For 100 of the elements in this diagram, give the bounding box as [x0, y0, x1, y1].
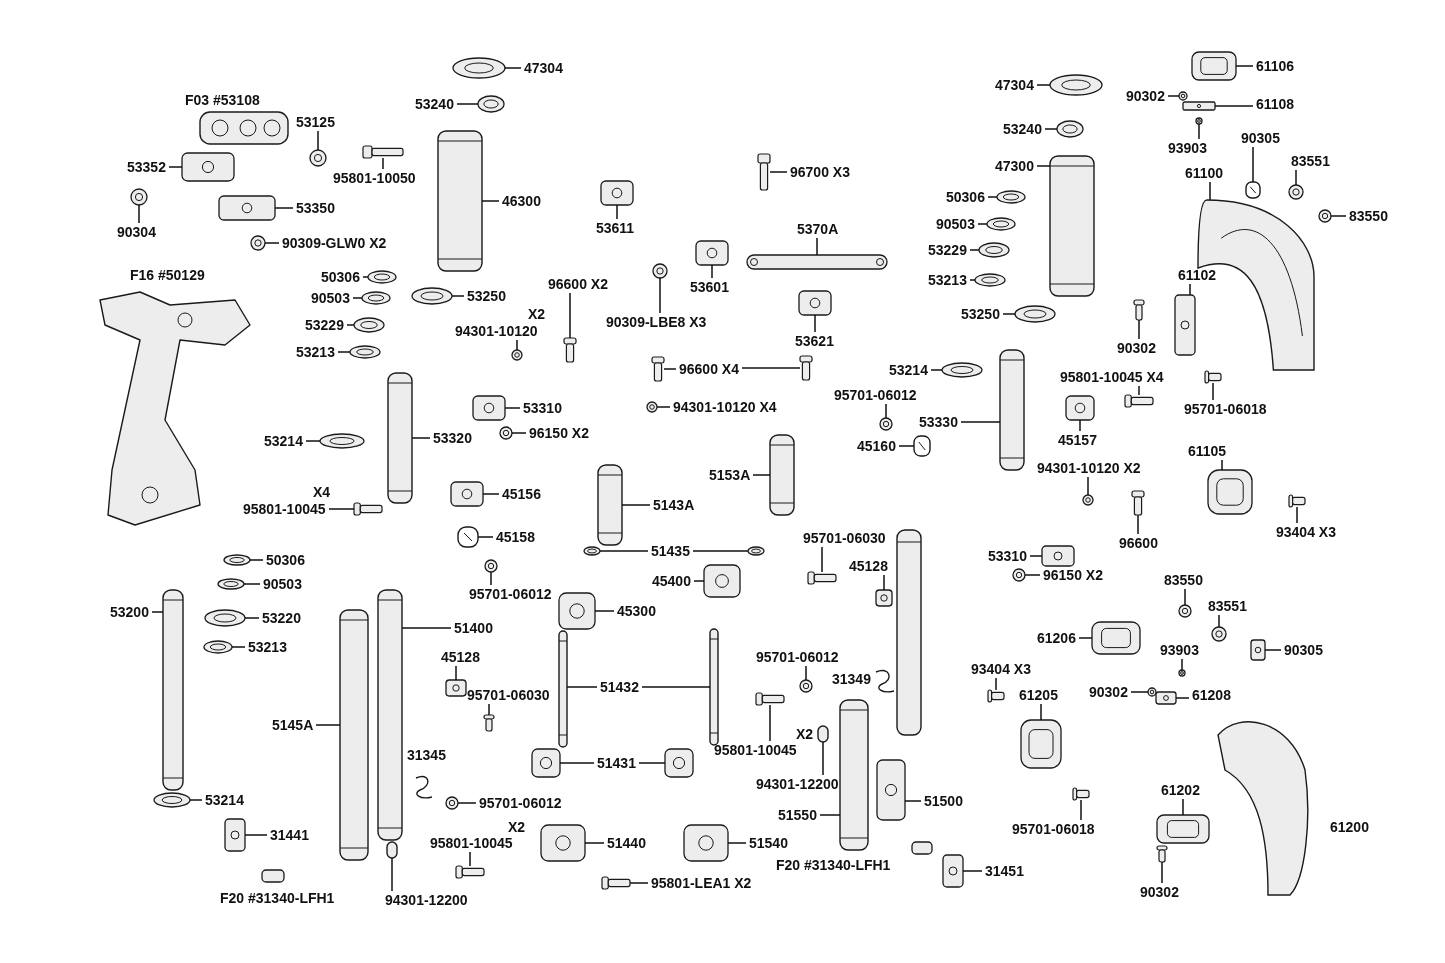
part-number: 83550	[1349, 208, 1388, 224]
part-number: 53330	[919, 414, 958, 430]
leader-line	[1264, 649, 1282, 651]
part-number: 45156	[502, 486, 541, 502]
plate-drawing	[1020, 719, 1062, 769]
part-number: 53229	[928, 242, 967, 258]
leader-line	[1024, 574, 1041, 576]
part-number: 53220	[262, 610, 301, 626]
part-number: 61200	[1330, 819, 1369, 835]
part-number: 51500	[924, 793, 963, 809]
leader-line	[566, 686, 598, 688]
steering-stem-drawing	[387, 372, 413, 504]
bolt-drawing	[1072, 787, 1090, 801]
leader-line	[1221, 459, 1223, 471]
part-number: 5153A	[709, 467, 751, 483]
bolt-drawing	[651, 356, 665, 382]
fork-tube-drawing	[339, 609, 369, 861]
leader-line	[977, 223, 988, 225]
part-number: 90302	[1126, 88, 1165, 104]
washer-drawing	[203, 640, 233, 654]
lever-drawing	[942, 854, 964, 888]
collar-drawing	[1178, 604, 1192, 618]
part-number: 90305	[1241, 130, 1280, 146]
part-number: 53611	[596, 220, 635, 236]
leader-line	[168, 166, 183, 168]
part-number: 51400	[454, 620, 493, 636]
part-number: 95701-06030	[803, 530, 886, 546]
leader-line	[1252, 146, 1254, 183]
part-number: 61108	[1256, 96, 1295, 112]
part-number: 5143A	[653, 497, 695, 513]
part-number: 51435	[651, 543, 690, 559]
part-number: 31441	[270, 827, 309, 843]
part-number: 31345	[407, 747, 446, 763]
bolt-drawing	[1124, 394, 1154, 408]
bolt-drawing	[455, 865, 485, 879]
rod-end-drawing	[664, 748, 694, 778]
bolt-drawing	[362, 145, 404, 159]
bolt-drawing	[1133, 299, 1145, 321]
bolt-drawing	[1131, 490, 1145, 516]
part-number: 96600 X4	[679, 361, 739, 377]
part-number: 94301-10120	[455, 323, 538, 339]
part-number: 95801-LEA1 X2	[651, 875, 752, 891]
bearing-drawing	[1014, 305, 1056, 323]
bolt-drawing	[987, 689, 1005, 703]
leader-line	[1036, 84, 1051, 86]
leader-line	[1296, 506, 1298, 524]
leader-line	[1330, 215, 1347, 217]
clamp-drawing	[445, 679, 467, 697]
part-number: 53310	[523, 400, 562, 416]
fork-tube-drawing	[839, 699, 869, 851]
tie-rod-drawing	[746, 254, 888, 270]
washer-drawing	[499, 426, 513, 440]
part-number: 61105	[1188, 443, 1227, 459]
part-number: 95701-06018	[1012, 821, 1095, 837]
part-number: 50306	[946, 189, 985, 205]
part-number: 61100	[1185, 165, 1224, 181]
quantity-label: X2	[796, 726, 814, 742]
leader-line	[995, 677, 997, 691]
pivot-arm-drawing	[683, 824, 729, 862]
part-number: 53310	[988, 548, 1027, 564]
washer-drawing	[353, 317, 385, 333]
leader-line	[711, 264, 713, 279]
part-number: 53350	[296, 200, 335, 216]
leader-line	[1198, 123, 1200, 140]
bracket-drawing	[1156, 814, 1210, 844]
part-number: 47300	[995, 158, 1034, 174]
part-number: 53250	[467, 288, 506, 304]
leader-line	[898, 445, 915, 447]
leader-line	[315, 724, 341, 726]
leader-line	[741, 367, 801, 369]
part-number: 95701-06012	[834, 387, 917, 403]
part-number: 45300	[617, 603, 656, 619]
leader-line	[1218, 614, 1220, 628]
bracket-drawing	[1182, 101, 1216, 111]
leader-line	[752, 474, 771, 476]
leader-line	[1295, 169, 1297, 186]
part-number: 94301-10120 X2	[1037, 460, 1141, 476]
leader-line	[1209, 181, 1211, 201]
part-number: 45157	[1058, 432, 1097, 448]
bushing-drawing	[1056, 120, 1084, 138]
cover-plate-drawing	[1091, 621, 1141, 655]
leader-line	[264, 242, 280, 244]
leader-line	[455, 665, 457, 681]
part-number: 96600	[1119, 535, 1158, 551]
bracket-drawing	[450, 481, 484, 507]
leader-line	[594, 610, 615, 612]
part-number: 53320	[433, 430, 472, 446]
part-number: 61206	[1037, 630, 1076, 646]
leader-line	[1189, 283, 1191, 296]
part-number: 83551	[1208, 598, 1247, 614]
leader-line	[352, 297, 363, 299]
part-number: 95701-06012	[479, 795, 562, 811]
bolt-drawing	[1156, 845, 1168, 863]
bolt-drawing	[445, 796, 459, 810]
part-number: 61202	[1161, 782, 1200, 798]
leader-line	[317, 130, 319, 151]
cap-drawing	[452, 57, 506, 79]
bolt-drawing	[1204, 370, 1222, 384]
leader-line	[1036, 165, 1051, 167]
part-number: 45128	[849, 558, 888, 574]
